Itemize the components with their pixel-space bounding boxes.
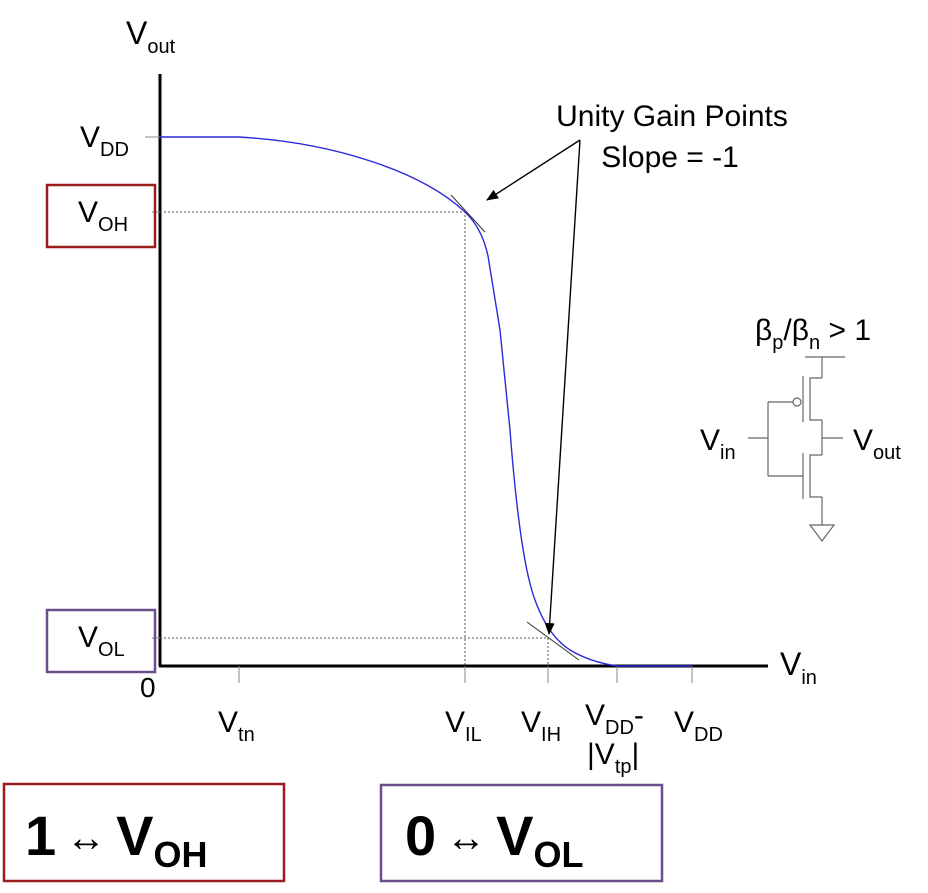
transfer-curve bbox=[160, 136, 692, 667]
x-axis-title: Vin bbox=[780, 646, 817, 689]
voh-box bbox=[45, 183, 157, 249]
y-axis-title: Vout bbox=[126, 15, 176, 58]
annotation-line2: Slope = -1 bbox=[601, 141, 739, 174]
vih-label: VIH bbox=[521, 706, 561, 746]
vdd-vtp-label-line2: |Vtp| bbox=[587, 738, 639, 778]
voh-y-label: VOH bbox=[78, 196, 128, 236]
arrow-to-vil bbox=[486, 139, 581, 201]
circuit-vout-label: Vout bbox=[853, 424, 901, 464]
vtn-label: Vtn bbox=[218, 706, 255, 746]
arrow-to-vih bbox=[544, 139, 581, 635]
circuit-vin-label: Vin bbox=[700, 424, 736, 464]
zero-vol-mapping: 0↔VOL bbox=[405, 804, 584, 875]
vdd-y-label: VDD bbox=[80, 121, 129, 161]
voh-vil-guide bbox=[160, 211, 466, 666]
origin-label: 0 bbox=[140, 672, 156, 703]
annotation-line1: Unity Gain Points bbox=[556, 100, 788, 133]
vil-label: VIL bbox=[445, 706, 482, 746]
tangent-vil bbox=[450, 194, 486, 233]
one-voh-box bbox=[2, 782, 286, 883]
zero-vol-box bbox=[379, 783, 664, 883]
vol-box bbox=[45, 608, 157, 674]
vol-vih-guide bbox=[160, 637, 549, 666]
vdd-vtp-label-line1: VDD- bbox=[585, 699, 644, 739]
one-voh-mapping: 1↔VOH bbox=[25, 804, 208, 875]
vol-y-label: VOL bbox=[78, 621, 125, 661]
vdd-x-label: VDD bbox=[674, 706, 723, 746]
tangent-vih bbox=[526, 621, 580, 661]
cmos-inverter-symbol bbox=[748, 356, 845, 542]
beta-ratio-label: βp/βn > 1 bbox=[755, 314, 871, 354]
